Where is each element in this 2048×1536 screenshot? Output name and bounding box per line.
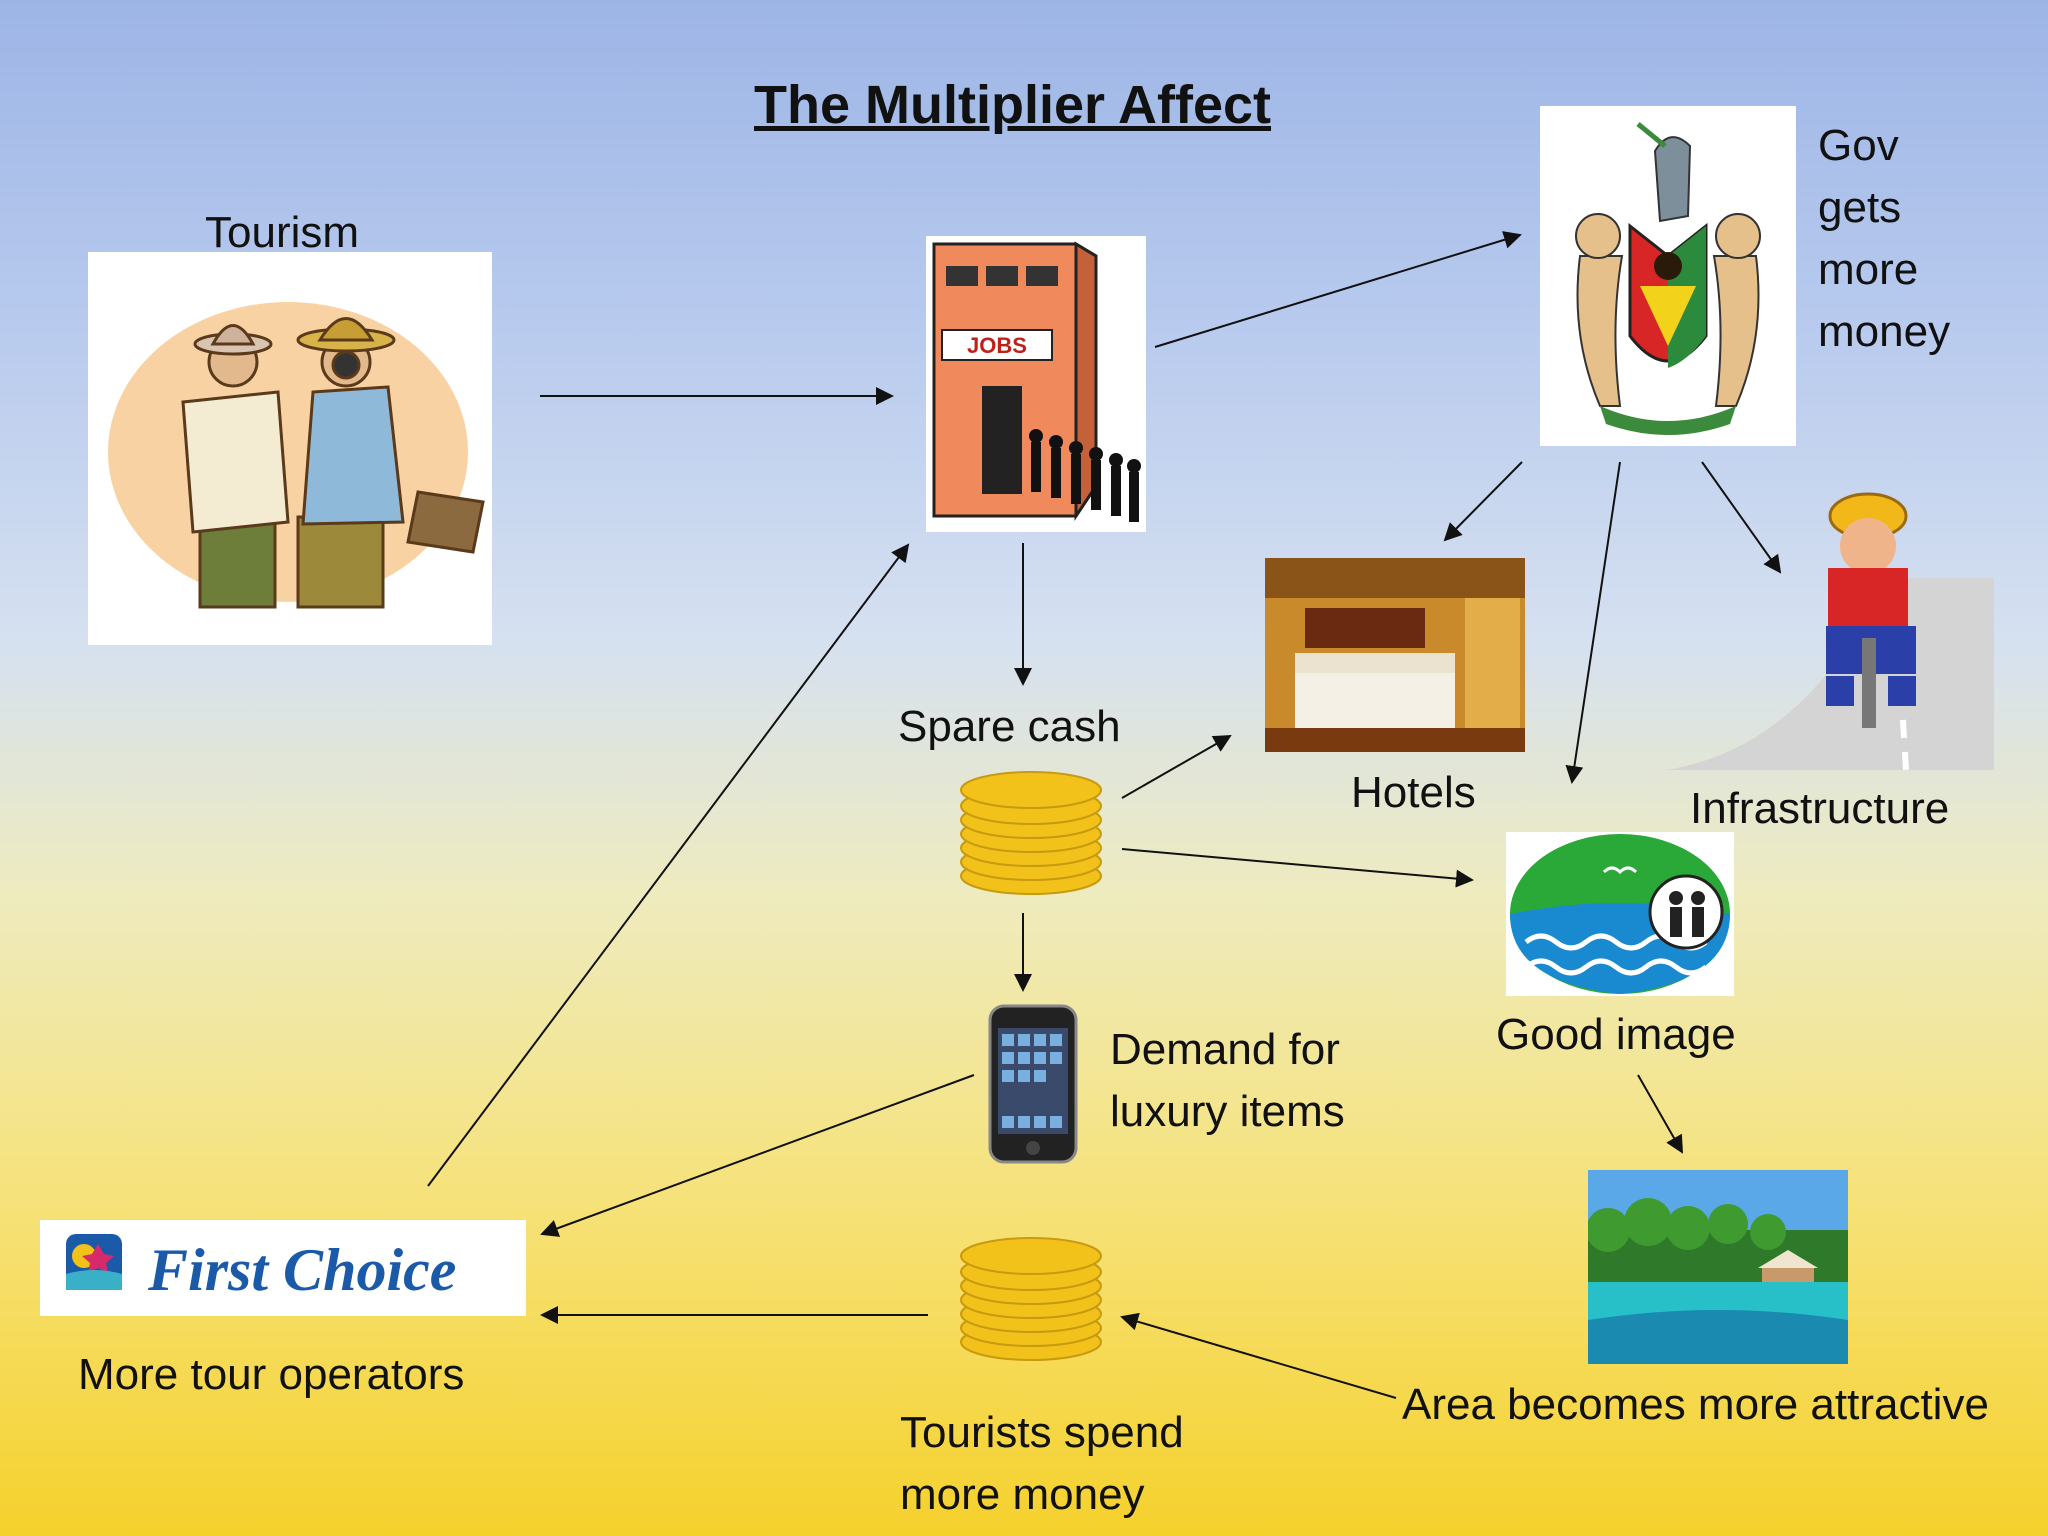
smartphone-icon xyxy=(988,1004,1078,1164)
gold-coins-icon xyxy=(956,766,1106,898)
area-attractive-label: Area becomes more attractive xyxy=(1402,1380,1989,1429)
arrow-good-image-to-area xyxy=(1637,1074,1683,1154)
jobs-building-icon: JOBS xyxy=(926,236,1146,532)
tourists-icon xyxy=(88,252,492,645)
road-worker-icon xyxy=(1656,488,1994,770)
jobs-sign-text: JOBS xyxy=(967,333,1027,358)
gov-label-line-2: gets xyxy=(1818,183,1902,232)
gov-label-line-4: money xyxy=(1818,307,1951,356)
gov-label-line-1: Gov xyxy=(1818,121,1899,170)
good-image-label: Good image xyxy=(1496,1010,1736,1059)
hotels-label: Hotels xyxy=(1351,768,1476,817)
tourists-spend-label-line-2: more money xyxy=(900,1470,1145,1519)
arrow-gov-to-good-image xyxy=(1565,461,1621,784)
demand-label-line-1: Demand for xyxy=(1110,1025,1340,1074)
page-title: The Multiplier Affect xyxy=(754,75,1272,135)
hotel-room-photo xyxy=(1265,558,1525,752)
gov-label-line-3: more xyxy=(1818,245,1919,294)
first-choice-logo: First Choice xyxy=(40,1220,526,1316)
tourism-label: Tourism xyxy=(205,208,360,257)
coat-of-arms-icon xyxy=(1540,106,1796,446)
demand-label-line-2: luxury items xyxy=(1110,1087,1345,1136)
arrow-gov-to-infrastructure xyxy=(1701,461,1782,574)
arrow-demand-to-operators xyxy=(540,1074,975,1237)
tropical-island-photo xyxy=(1588,1170,1848,1364)
first-choice-logo-text: First Choice xyxy=(147,1237,456,1303)
arrow-cash-to-hotels xyxy=(1121,735,1232,799)
tourists-spend-label-line-1: Tourists spend xyxy=(900,1408,1184,1457)
arrow-jobs-to-gov xyxy=(1154,231,1522,348)
arrow-operators-to-jobs xyxy=(427,543,910,1187)
spare-cash-label: Spare cash xyxy=(898,702,1121,751)
arrow-gov-to-hotels xyxy=(1443,461,1523,542)
arrow-cash-to-good-image xyxy=(1121,848,1474,888)
infrastructure-label: Infrastructure xyxy=(1690,784,1950,833)
arrow-area-to-spend xyxy=(1120,1312,1397,1399)
gold-coins-icon xyxy=(956,1232,1106,1364)
beach-logo-icon xyxy=(1506,832,1734,996)
tour-operators-label: More tour operators xyxy=(78,1350,465,1399)
